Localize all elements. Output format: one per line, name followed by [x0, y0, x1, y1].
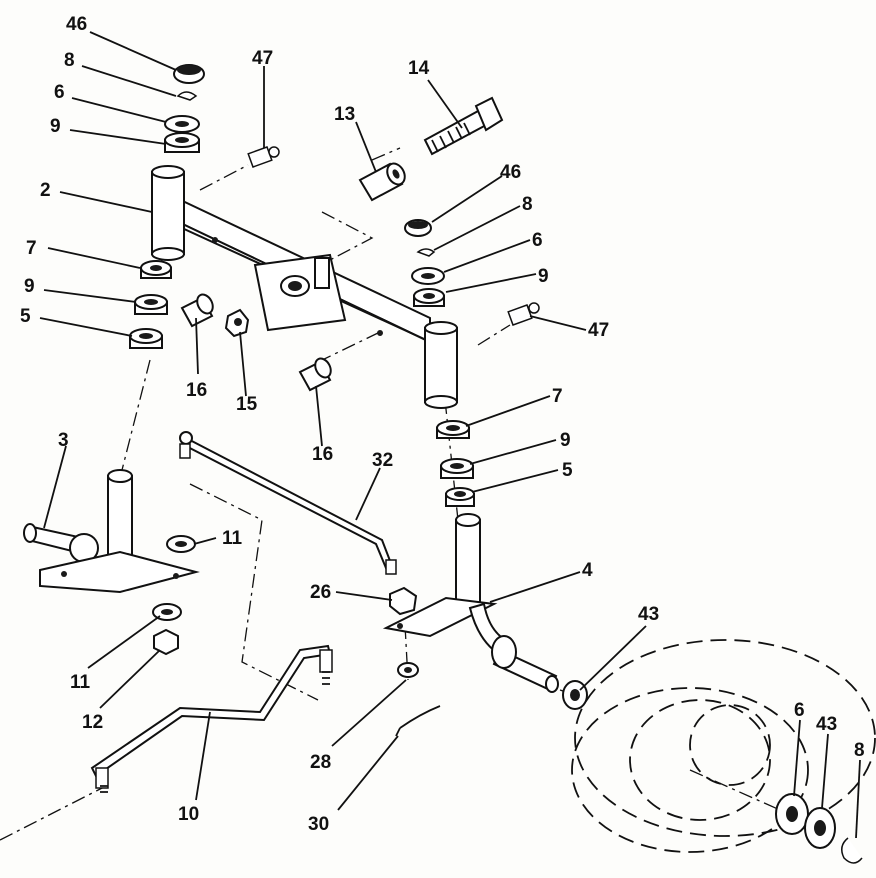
callout-46: 46: [66, 14, 87, 35]
small-hardware: [152, 535, 419, 678]
nut-icon: [153, 628, 179, 656]
right-spindle-stack: [404, 219, 475, 507]
callout-13: 13: [334, 104, 355, 125]
drag-link: [179, 431, 397, 575]
grease-fitting-icon: [247, 146, 280, 168]
grease-fitting-icon: [507, 302, 540, 326]
bolt-icon: [423, 96, 504, 156]
nut-icon: [224, 308, 250, 338]
callout-4: 4: [582, 560, 593, 581]
callout-11: 11: [222, 528, 243, 549]
bushing-icon: [180, 293, 214, 328]
right-spindle: [382, 513, 559, 693]
hairpin-clip-icon: [416, 248, 436, 257]
callout-5: 5: [20, 306, 31, 327]
callout-46: 46: [500, 162, 521, 183]
spacer-tube-icon: [358, 162, 406, 202]
cable: [395, 705, 441, 737]
bushing-icon: [298, 357, 332, 392]
callout-30: 30: [308, 814, 329, 835]
pivot-hardware: [180, 293, 332, 392]
callout-9: 9: [538, 266, 549, 287]
callout-3: 3: [58, 430, 69, 451]
callout-43: 43: [638, 604, 659, 625]
assembly-lines: [0, 147, 781, 841]
hairpin-clip-icon: [176, 91, 198, 101]
callout-26: 26: [310, 582, 331, 603]
bolt-and-spacer: [358, 96, 504, 202]
callout-12: 12: [82, 712, 103, 733]
callout-5: 5: [562, 460, 573, 481]
wheel-assembly: [562, 639, 876, 864]
front-axle-beam: [151, 165, 458, 409]
callout-6: 6: [54, 82, 65, 103]
left-spindle: [23, 469, 200, 594]
callout-8: 8: [522, 194, 533, 215]
nut-icon: [389, 586, 418, 616]
callout-47: 47: [252, 48, 273, 69]
left-spindle-stack: [129, 64, 205, 349]
callout-9: 9: [560, 430, 571, 451]
callout-43: 43: [816, 714, 837, 735]
callout-2: 2: [40, 180, 51, 201]
callout-6: 6: [532, 230, 543, 251]
callout-15: 15: [236, 394, 258, 415]
callout-11: 11: [70, 672, 91, 693]
grease-fittings: [247, 146, 540, 326]
callout-16: 16: [312, 444, 333, 465]
callout-8: 8: [854, 740, 865, 761]
leader-lines: [39, 31, 861, 839]
callout-8: 8: [64, 50, 75, 71]
callout-7: 7: [26, 238, 37, 259]
callout-14: 14: [408, 58, 430, 79]
callout-47: 47: [588, 320, 609, 341]
hairpin-clip-icon: [841, 837, 863, 864]
callout-32: 32: [372, 450, 393, 471]
tie-rod: [90, 644, 333, 793]
callout-16: 16: [186, 380, 207, 401]
callout-28: 28: [310, 752, 331, 773]
callout-9: 9: [50, 116, 61, 137]
callout-10: 10: [178, 804, 199, 825]
callout-9: 9: [24, 276, 35, 297]
callout-6: 6: [794, 700, 805, 721]
callout-labels: 46 8 6 9 47 14 13 46 8 6 9 2 7 9 5 47 16…: [20, 14, 865, 835]
callout-7: 7: [552, 386, 563, 407]
